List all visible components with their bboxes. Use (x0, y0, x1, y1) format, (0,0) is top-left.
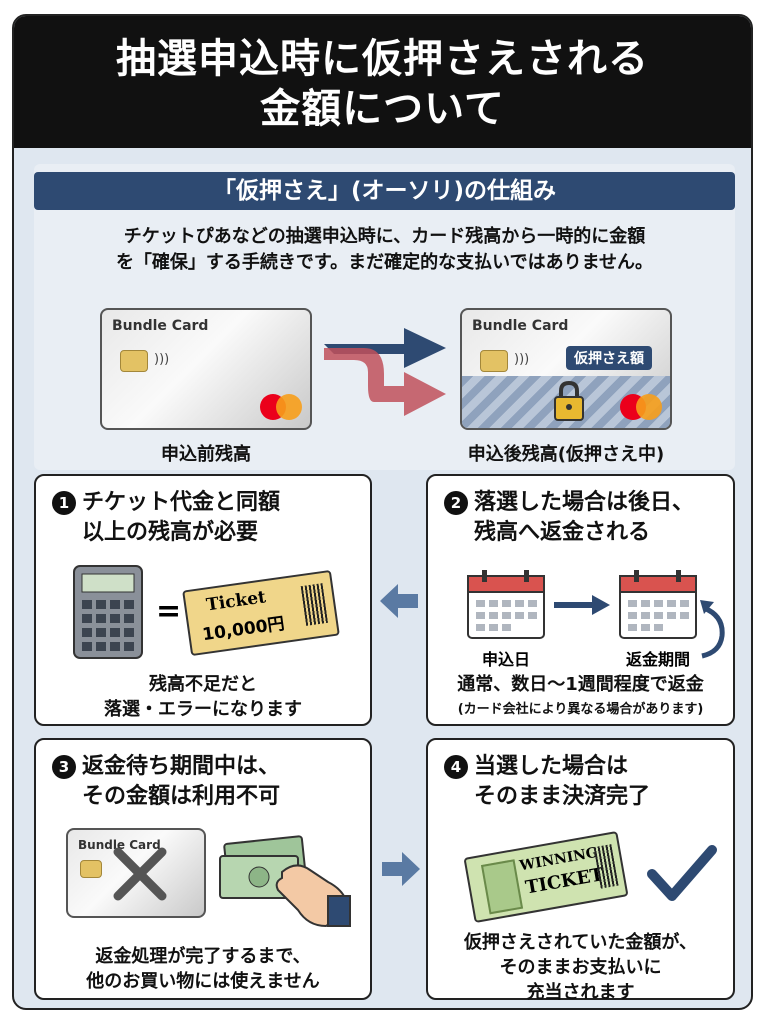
ticket-stub (480, 859, 524, 915)
right-arrow-icon (382, 852, 420, 886)
before-balance-label: 申込前残高 (161, 444, 251, 465)
step-4-footer-line-1: 仮押さえされていた金額が、 (463, 932, 698, 953)
cash-and-hand-icon (219, 835, 351, 928)
calendar-refund-label: 返金期間 (625, 650, 690, 669)
equals-sign: = (156, 594, 182, 629)
step-4-title-line-1: 当選した場合は (474, 754, 629, 779)
padlock-icon (554, 380, 584, 421)
card-brand-label: Bundle Card (112, 318, 209, 334)
step-2-footer: 通常、数日〜1週間程度で返金 (カード会社により異なる場合があります) (428, 672, 733, 722)
ticket-word: Ticket (205, 587, 268, 616)
chip-icon (120, 350, 148, 372)
hold-amount-tag: 仮押さえ額 (566, 346, 652, 370)
contactless-icon: ))) (514, 352, 530, 367)
step-3-footer-line-1: 返金処理が完了するまで、 (95, 946, 311, 967)
explainer-text: チケットぴあなどの抽選申込時に、カード残高から一時的に金額 を「確保」する手続き… (34, 224, 735, 276)
step-number-badge: 4 (444, 755, 468, 779)
step-1-title-line-2: 以上の残高が必要 (82, 520, 259, 545)
step-2-footer-line-2: (カード会社により異なる場合があります) (457, 702, 704, 717)
card-brand-label: Bundle Card (472, 318, 569, 334)
step-3-footer: 返金処理が完了するまで、 他のお買い物には使えません (36, 944, 370, 994)
step-3-title-line-1: 返金待ち期間中は、 (82, 754, 281, 779)
chip-icon (480, 350, 508, 372)
step-number-badge: 3 (52, 755, 76, 779)
explainer-line-2: を「確保」する手続きです。まだ確定的な支払いではありません。 (115, 252, 654, 273)
calendar-apply-icon (467, 570, 545, 639)
step-1-footer-line-1: 残高不足だと (149, 674, 257, 695)
winning-ticket-icon: WINNING TICKET (463, 830, 629, 924)
step-3-footer-line-2: 他のお買い物には使えません (86, 971, 320, 992)
step-4-footer-line-2: そのままお支払いに (499, 957, 662, 978)
step-4-footer: 仮押さえされていた金額が、 そのままお支払いに 充当されます (428, 930, 733, 1005)
step-number-badge: 2 (444, 491, 468, 515)
locked-card: Bundle Card (66, 828, 206, 918)
mastercard-logo-icon (260, 394, 304, 420)
checkmark-icon (647, 845, 717, 901)
split-arrows-icon (324, 328, 446, 416)
card-after-application: Bundle Card ))) 仮押さえ額 (460, 308, 672, 430)
step-3-title-line-2: その金額は利用不可 (82, 784, 281, 809)
explainer-line-1: チケットぴあなどの抽選申込時に、カード残高から一時的に金額 (123, 226, 646, 247)
calendar-refund-icon (619, 570, 697, 639)
step-2-title-line-1: 落選した場合は後日、 (474, 490, 695, 515)
contactless-icon: ))) (154, 352, 170, 367)
chip-icon (80, 860, 102, 878)
step-1-title-line-1: チケット代金と同額 (82, 490, 281, 515)
step-2-title-line-2: 残高へ返金される (474, 520, 651, 545)
section-subtitle: 「仮押さえ」(オーソリ)の仕組み (34, 172, 735, 210)
step-1-footer-line-2: 落選・エラーになります (104, 699, 302, 720)
calendar-apply-label: 申込日 (481, 650, 530, 669)
after-balance-label: 申込後残高(仮押さえ中) (467, 444, 665, 465)
right-arrow-icon (554, 595, 610, 615)
title-line-2: 金額について (260, 86, 505, 132)
left-arrow-icon (380, 584, 418, 618)
infographic-frame: 抽選申込時に仮押さえされる 金額について 「仮押さえ」(オーソリ)の仕組み チケ… (12, 14, 753, 1010)
step-number-badge: 1 (52, 491, 76, 515)
authorization-explainer-panel: 「仮押さえ」(オーソリ)の仕組み チケットぴあなどの抽選申込時に、カード残高から… (34, 164, 735, 470)
card-before-application: Bundle Card ))) (100, 308, 312, 430)
title-banner: 抽選申込時に仮押さえされる 金額について (14, 16, 751, 148)
mastercard-logo-icon (620, 394, 664, 420)
curved-return-arrow-icon (700, 600, 725, 659)
x-mark-icon (113, 847, 167, 901)
title-line-1: 抽選申込時に仮押さえされる (116, 36, 649, 82)
barcode-icon (300, 583, 329, 626)
step-4-title-line-2: そのまま決済完了 (474, 784, 651, 809)
step-1-footer: 残高不足だと 落選・エラーになります (36, 672, 370, 722)
ticket-icon: Ticket 10,000円 (182, 569, 340, 657)
calculator-icon (73, 565, 143, 659)
step-2-footer-line-1: 通常、数日〜1週間程度で返金 (457, 674, 704, 695)
card-brand-label: Bundle Card (78, 838, 161, 852)
step-4-footer-line-3: 充当されます (526, 982, 635, 1003)
